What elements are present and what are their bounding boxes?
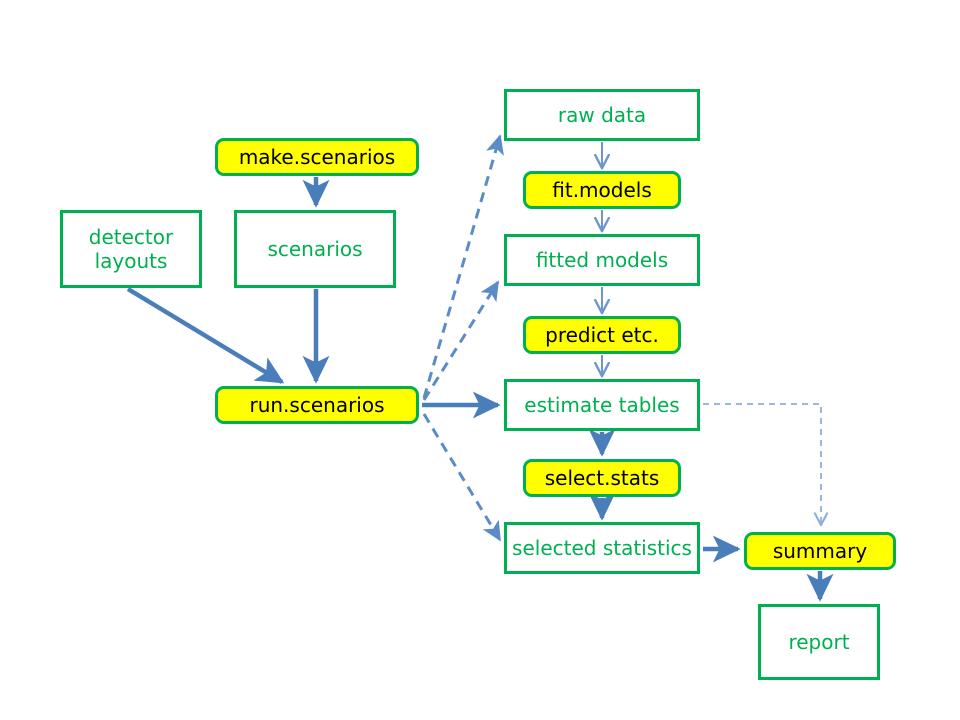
node-label: detector layouts bbox=[88, 224, 174, 273]
node-report[interactable]: report bbox=[758, 604, 880, 680]
node-make-scenarios[interactable]: make.scenarios bbox=[215, 138, 419, 176]
edge-run-scenarios-to-raw-data bbox=[422, 134, 504, 399]
edge-detector-layouts-to-run-scenarios bbox=[126, 287, 285, 384]
node-label: make.scenarios bbox=[238, 144, 396, 169]
node-label: run.scenarios bbox=[249, 392, 385, 417]
node-scenarios[interactable]: scenarios bbox=[234, 210, 396, 288]
node-label: raw data bbox=[557, 102, 647, 127]
node-fit-models[interactable]: fit.models bbox=[523, 171, 681, 209]
node-label: report bbox=[788, 629, 850, 654]
node-raw-data[interactable]: raw data bbox=[504, 89, 700, 141]
edge-run-scenarios-to-fitted-models bbox=[422, 280, 500, 401]
node-fitted-models[interactable]: fitted models bbox=[504, 234, 700, 286]
node-estimate-tables[interactable]: estimate tables bbox=[504, 379, 700, 431]
node-label: selected statistics bbox=[512, 535, 692, 560]
node-label: fitted models bbox=[535, 247, 669, 272]
node-label: scenarios bbox=[267, 236, 363, 261]
edge-estimate-tables-to-summary bbox=[703, 403, 821, 524]
node-label: predict etc. bbox=[545, 322, 659, 347]
edge-run-scenarios-to-selected-statistics bbox=[422, 413, 502, 542]
node-label: summary bbox=[772, 538, 868, 563]
node-run-scenarios[interactable]: run.scenarios bbox=[215, 386, 419, 424]
node-label: select.stats bbox=[544, 465, 660, 490]
node-predict-etc[interactable]: predict etc. bbox=[523, 316, 681, 354]
node-label: fit.models bbox=[552, 177, 652, 202]
node-summary[interactable]: summary bbox=[744, 532, 896, 570]
node-select-stats[interactable]: select.stats bbox=[523, 459, 681, 497]
node-detector-layouts[interactable]: detector layouts bbox=[60, 210, 202, 288]
node-selected-statistics[interactable]: selected statistics bbox=[504, 522, 700, 574]
node-label: estimate tables bbox=[524, 392, 680, 417]
